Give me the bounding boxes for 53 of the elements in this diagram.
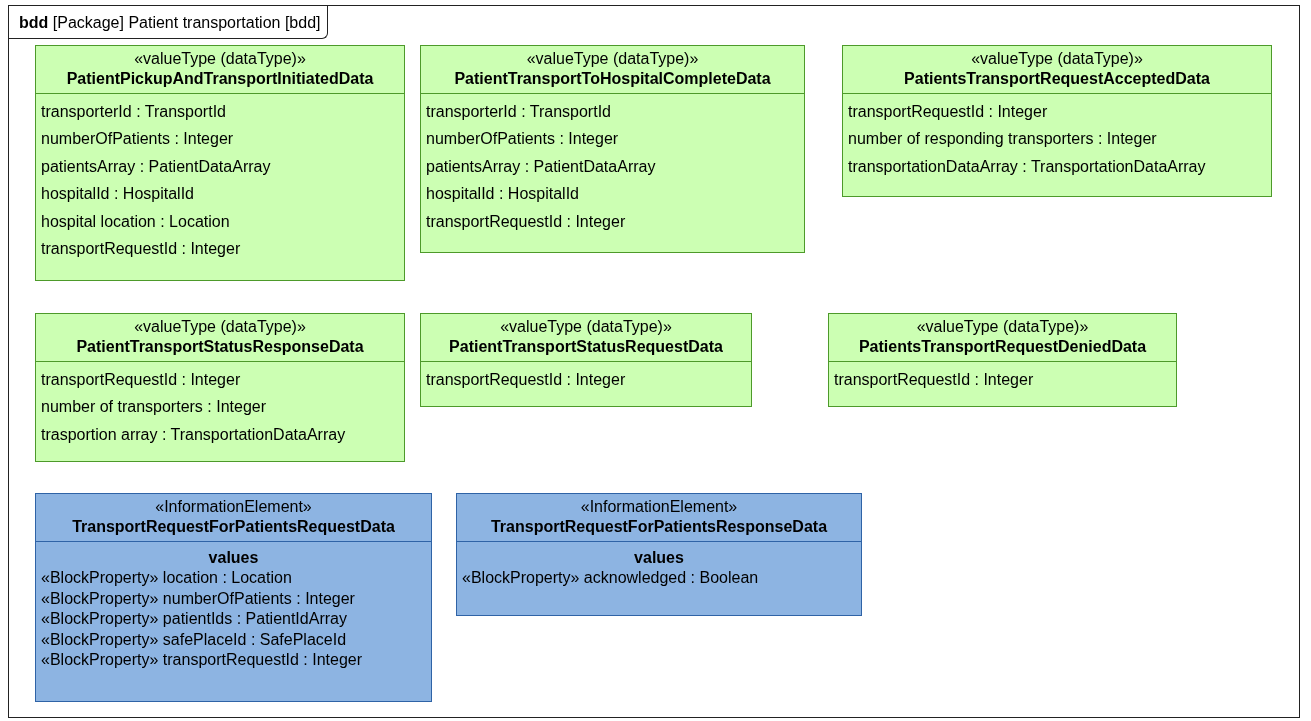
block-name: PatientTransportStatusResponseData [75,337,365,357]
value-type-block [842,45,1272,197]
block-name: PatientTransportStatusRequestData [448,337,724,357]
stereotype-text: «valueType (dataType)» [499,317,673,337]
information-element-block [456,493,862,616]
information-element-block [35,493,432,702]
block-name: PatientsTransportRequestDeniedData [857,337,1148,357]
attribute-text: «BlockProperty» transportRequestId : Integer [41,650,364,670]
block-name: TransportRequestForPatientsResponseData [489,517,829,537]
attribute-text: transportationDataArray : TransportationDataArray [848,156,1207,177]
block-name: PatientTransportToHospitalCompleteData [453,69,772,89]
stereotype-text: «valueType (dataType)» [525,49,700,69]
attribute-text: «BlockProperty» patientIds : PatientIdArray [41,609,348,629]
stereotype-text: «valueType (dataType)» [970,49,1144,69]
attribute-text: transportRequestId : Integer [41,370,242,390]
attribute-text: numberOfPatients : Integer [426,129,620,150]
stereotype-text: «valueType (dataType)» [133,49,307,69]
attribute-text: numberOfPatients : Integer [41,129,235,150]
attribute-text: hospitalId : HospitalId [426,184,580,205]
attribute-text: transportRequestId : Integer [426,370,627,390]
attribute-text: hospital location : Location [41,211,231,232]
attribute-text: transportRequestId : Integer [41,239,242,260]
value-type-block [35,45,405,281]
attribute-text: hospitalId : HospitalId [41,184,195,205]
value-type-block [420,45,805,253]
block-name: PatientPickupAndTransportInitiatedData [65,69,375,89]
stereotype-text: «InformationElement» [154,497,313,517]
attribute-text: transportRequestId : Integer [834,370,1035,390]
attribute-text: «BlockProperty» location : Location [41,568,293,588]
stereotype-text: «InformationElement» [579,497,739,517]
block-name: PatientsTransportRequestAcceptedData [903,69,1211,89]
attribute-text: transporterId : TransportId [41,102,227,122]
attribute-text: transportRequestId : Integer [426,211,627,232]
attribute-text: number of responding transporters : Integer [848,129,1158,150]
attribute-text: «BlockProperty» numberOfPatients : Integer [41,588,356,609]
attribute-text: patientsArray : PatientDataArray [426,156,657,177]
value-type-block [828,313,1177,407]
compartment-heading: values [207,548,260,568]
attribute-text: transportRequestId : Integer [848,102,1049,122]
attribute-text: transporterId : TransportId [426,102,612,122]
value-type-block [420,313,752,407]
attribute-text: patientsArray : PatientDataArray [41,156,272,177]
value-type-block [35,313,405,462]
stereotype-text: «valueType (dataType)» [915,317,1090,337]
frame-title: bdd [Package] Patient transportation [bdd] [9,6,328,39]
attribute-text: «BlockProperty» acknowledged : Boolean [462,568,760,588]
diagram-frame [8,5,1300,718]
attribute-text: trasportion array : TransportationDataArray [41,424,347,445]
attribute-text: number of transporters : Integer [41,397,267,418]
block-name: TransportRequestForPatientsRequestData [71,517,396,537]
stereotype-text: «valueType (dataType)» [133,317,307,337]
attribute-text: «BlockProperty» safePlaceId : SafePlaceId [41,629,348,650]
compartment-heading: values [633,548,685,568]
